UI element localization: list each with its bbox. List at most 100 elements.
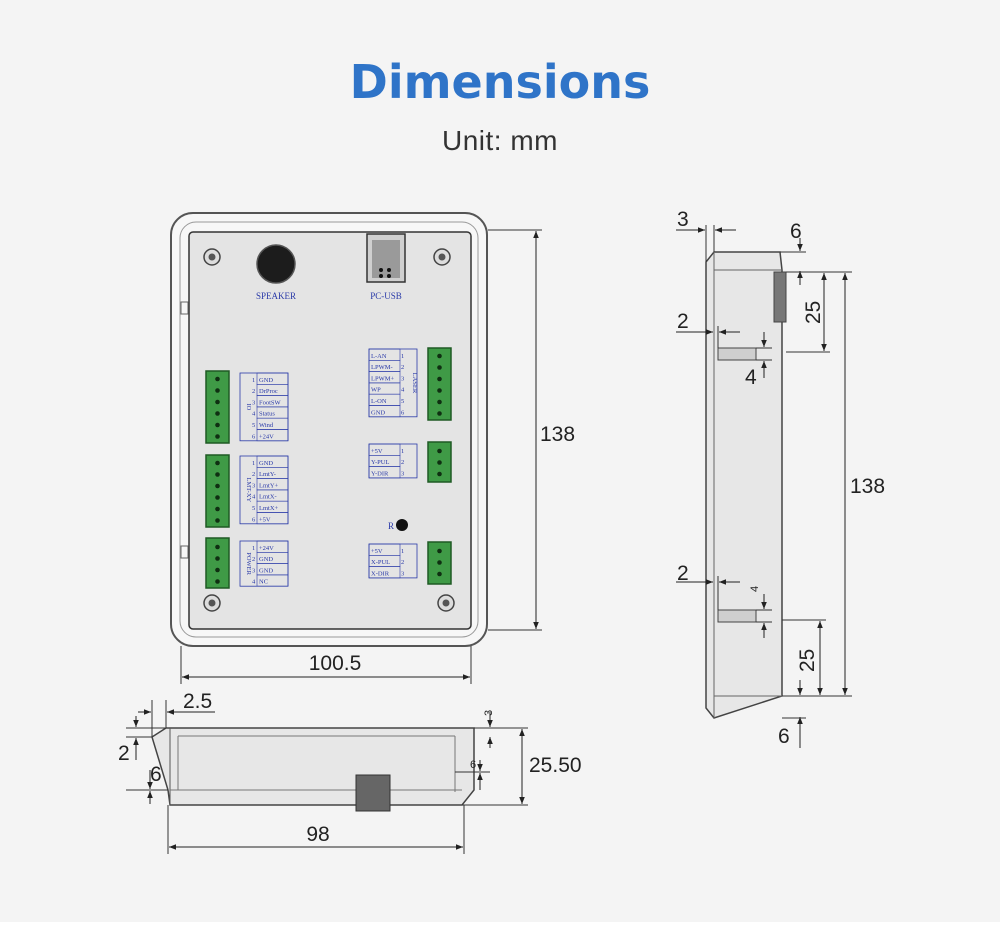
pin-number: 3 — [401, 570, 404, 577]
speaker-label: SPEAKER — [256, 291, 296, 301]
pin-row — [368, 466, 401, 479]
pin-label: LPWM- — [371, 364, 393, 371]
terminal-screw-icon — [215, 399, 220, 405]
pin-label: Wind — [259, 422, 274, 429]
pin-number: 6 — [401, 409, 405, 416]
pin-label: WP — [371, 387, 381, 394]
pin-label: GND — [371, 409, 385, 416]
pin-label: +5V — [259, 516, 271, 523]
terminal-screw-icon — [437, 388, 442, 393]
front-width-dimension: 100.5 — [309, 652, 362, 675]
pin-row — [256, 429, 289, 442]
front-bezel — [179, 221, 479, 638]
pin-number: 2 — [401, 559, 404, 566]
terminal-screw-icon — [215, 567, 220, 573]
side-upper-tab-dimension: 4 — [745, 366, 757, 389]
side-top-offset-dimension: 3 — [677, 208, 689, 231]
terminal-screw-icon — [437, 460, 442, 465]
bottom-connector-block — [355, 774, 391, 812]
side-lower-tab-dimension: 4 — [749, 586, 761, 592]
pin-number: 2 — [401, 459, 404, 466]
side-upper-inset-dimension: 2 — [677, 310, 689, 333]
pin-label: GND — [259, 556, 273, 563]
bottom-height-dimension: 25.50 — [529, 754, 582, 777]
pin-label: +24V — [259, 545, 274, 552]
pin-label: +24V — [259, 433, 274, 440]
terminal-screw-icon — [437, 353, 442, 359]
terminal-screw-icon — [437, 411, 442, 416]
pin-number: 6 — [252, 433, 256, 440]
pin-number: 1 — [401, 448, 404, 455]
pin-label: LmtX+ — [259, 505, 279, 512]
terminal-screw-icon — [215, 506, 220, 512]
pin-label: X-DIR — [371, 570, 390, 577]
bottom-band — [0, 922, 1000, 947]
side-view: 3 6 25 2 4 138 2 — [676, 208, 885, 748]
side-tab-upper — [717, 347, 757, 361]
terminal-power-icon — [205, 537, 230, 589]
pin-number: 4 — [401, 387, 405, 394]
pin-number: 1 — [401, 353, 404, 360]
pin-label: DrProc — [259, 388, 278, 395]
unit-subtitle: Unit: mm — [442, 125, 558, 156]
side-top-gap-dimension: 6 — [790, 220, 802, 243]
bottom-housing — [151, 727, 475, 806]
pin-label: FootSW — [259, 399, 282, 406]
terminal-screw-icon — [437, 471, 442, 477]
terminal-laser-icon — [427, 347, 452, 421]
pin-number: 4 — [252, 494, 256, 501]
terminal-io-icon — [205, 370, 230, 444]
bottom-lip-dimension: 2.5 — [183, 690, 212, 713]
bottom-right-top-dimension: 3 — [483, 710, 495, 716]
pin-row — [368, 405, 401, 418]
bottom-width-dimension: 98 — [306, 823, 329, 846]
pin-number: 3 — [401, 375, 404, 382]
pin-number: 1 — [252, 545, 255, 552]
page-title: Dimensions — [349, 55, 651, 109]
pin-row — [256, 512, 289, 525]
pin-label: LmtY+ — [259, 482, 279, 489]
pc-usb-label: PC-USB — [370, 291, 402, 301]
terminal-screw-icon — [215, 472, 220, 477]
pin-number: 2 — [252, 388, 255, 395]
pin-number: 1 — [401, 548, 404, 555]
pin-number: 1 — [252, 460, 255, 467]
pin-number: 4 — [252, 579, 256, 586]
pin-number: 5 — [252, 505, 255, 512]
terminal-screw-icon — [437, 548, 442, 554]
terminal-screw-icon — [437, 376, 442, 382]
side-bottom-gap-dimension: 6 — [778, 725, 790, 748]
pin-block-side-label: LMT-XY — [245, 478, 252, 503]
terminal-screw-icon — [215, 388, 220, 393]
terminal-screw-icon — [215, 376, 220, 382]
terminal-screw-icon — [437, 571, 442, 577]
pin-label: GND — [259, 567, 273, 574]
indicator-led-icon — [396, 519, 408, 531]
pin-number: 1 — [252, 377, 255, 384]
pin-label: X-PUL — [371, 559, 390, 566]
screw-top-right-icon — [433, 248, 451, 266]
terminal-screw-icon — [215, 495, 220, 500]
terminal-screw-icon — [215, 556, 220, 561]
screw-bottom-left-icon — [203, 594, 221, 612]
terminal-screw-icon — [215, 579, 220, 584]
pin-number: 5 — [401, 398, 404, 405]
pin-label: LmtX- — [259, 494, 277, 501]
terminal-screw-icon — [437, 448, 442, 454]
terminal-screw-icon — [215, 518, 220, 523]
speaker-icon — [256, 244, 296, 284]
terminal-screw-icon — [437, 399, 442, 405]
bottom-inset-dimension: 2 — [118, 742, 130, 765]
terminal-screw-icon — [215, 460, 220, 466]
pin-number: 6 — [252, 516, 256, 523]
pin-number: 4 — [252, 411, 256, 418]
pin-label: L-ON — [371, 398, 387, 405]
pin-label: NC — [259, 579, 268, 586]
bottom-offset-dimension: 6 — [150, 763, 162, 786]
screw-top-left-icon — [203, 248, 221, 266]
pin-label: +5V — [371, 448, 383, 455]
